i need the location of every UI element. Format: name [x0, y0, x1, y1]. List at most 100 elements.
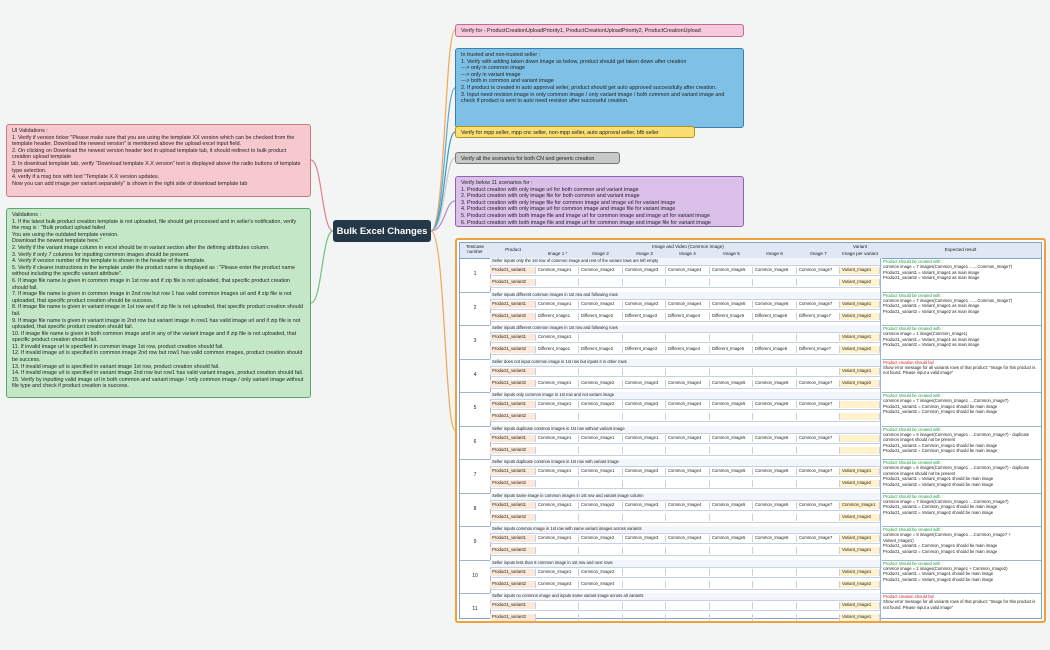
- common-image-cell: [666, 602, 710, 609]
- variant-image-cell: Variant_Image2: [840, 312, 880, 320]
- common-image-cell: Different_Image5: [710, 346, 753, 353]
- common-image-cell: Common_Image3: [623, 300, 666, 308]
- scenario-title: Seller inputs same image in common image…: [490, 492, 882, 501]
- variant-image-cell: Variant_Image2: [840, 480, 880, 487]
- common-image-cell: [623, 367, 666, 375]
- expected-result-title: Product should be created with :: [883, 527, 943, 532]
- common-image-cell: [710, 413, 753, 420]
- expected-result: Product should be created with :common i…: [880, 258, 1041, 292]
- table-header: Testcase number Product Image and Video …: [460, 243, 1041, 259]
- header-image-col: Image 4: [679, 251, 696, 256]
- common-image-cell: Common_Image6: [753, 267, 797, 274]
- common-image-cell: [623, 602, 666, 609]
- common-image-cell: [579, 446, 623, 454]
- node-validations[interactable]: Validations : 1. If the latest bulk prod…: [6, 208, 311, 398]
- scenario-title: Seller inputs different common images in…: [490, 325, 882, 333]
- scenario-title: Seller inputs duplicate common images in…: [490, 425, 882, 434]
- node-ui-validations[interactable]: UI Validations : 1. Verify if version ti…: [6, 124, 311, 197]
- common-image-cell: Common_Image7: [797, 501, 840, 509]
- node-trusted-seller[interactable]: In trusted and non-trusted seller : 1. V…: [455, 48, 744, 128]
- common-image-cell: [579, 513, 623, 521]
- variant-image-cell: Variant_Image1: [840, 614, 880, 621]
- expected-result-line: Product1_variant1 = Variant_Image1 shoul…: [883, 476, 994, 482]
- common-image-cell: [753, 367, 797, 375]
- testcase-number: 8: [460, 492, 491, 526]
- expected-result-title: Product should be created with :: [883, 493, 943, 499]
- expected-result-title: Product creation should fail: [883, 359, 934, 365]
- expected-result-title: Product should be created with :: [883, 393, 943, 398]
- variant-image-cell: Variant_Image2: [840, 379, 880, 387]
- common-image-cell: [666, 367, 710, 375]
- product-cell: Product1_variant1: [490, 535, 536, 542]
- scenario-title: Seller inputs duplicate common images in…: [490, 459, 882, 467]
- common-image-cell: [797, 513, 840, 521]
- testcase-number: 6: [460, 425, 491, 459]
- common-image-cell: Different_Image7: [797, 346, 840, 353]
- expected-result-title: Product should be created with :: [883, 560, 943, 566]
- expected-result-line: common image = 7 images(Common_Image1 ..…: [883, 297, 1013, 303]
- header-variant-sub: Image per variant: [842, 251, 878, 256]
- common-image-cell: Common_Image4: [579, 580, 623, 588]
- common-image-cell: Common_Image2: [579, 267, 623, 274]
- scenario-title: Seller inputs only common image in 1st r…: [490, 392, 882, 400]
- common-image-cell: Common_Image1: [536, 501, 579, 509]
- common-image-cell: [710, 446, 753, 454]
- common-image-cell: [623, 513, 666, 521]
- variant-image-cell: Variant_Image2: [840, 279, 880, 286]
- node-seller-types[interactable]: Verify for mpp seller, mpp cnc seller, n…: [455, 126, 695, 138]
- expected-result: Product should be created with :common i…: [880, 492, 1041, 526]
- common-image-cell: Common_Image6: [753, 300, 797, 308]
- node-verify-priorities[interactable]: Verify for - ProductCreationUploadPriori…: [455, 24, 744, 37]
- testcase-number: 1: [460, 258, 491, 292]
- scenario-title: Seller inputs less than 8 common image i…: [490, 559, 882, 568]
- test-case-table-node[interactable]: Testcase number Product Image and Video …: [455, 238, 1046, 623]
- product-cell: Product1_variant1: [490, 267, 536, 274]
- common-image-cell: Common_Image4: [666, 468, 710, 475]
- common-image-cell: [666, 568, 710, 576]
- common-image-cell: Different_Image5: [710, 312, 753, 320]
- expected-result-line: Product1_variant2 = Common_Image1 should…: [883, 548, 998, 554]
- common-image-cell: [753, 480, 797, 487]
- expected-result-line: Product1_variant2 = Variant_Image2 shoul…: [883, 509, 994, 515]
- central-topic[interactable]: Bulk Excel Changes: [333, 220, 431, 242]
- common-image-cell: [666, 513, 710, 521]
- common-image-cell: [623, 614, 666, 621]
- scenario-title: Seller inputs common image in 1st row wi…: [490, 526, 882, 534]
- scenario-title: Seller inputs only the 1st row of common…: [490, 258, 882, 266]
- testcase-number: 7: [460, 459, 491, 493]
- header-images: Image and Video (Common Image): [652, 244, 724, 249]
- common-image-cell: [710, 480, 753, 487]
- expected-result-line: common image = 1 image(Common_Image1): [883, 331, 968, 337]
- product-cell: Product1_variant2: [490, 312, 536, 320]
- common-image-cell: [666, 446, 710, 454]
- common-image-cell: Common_Image7: [797, 401, 840, 408]
- common-image-cell: Common_Image1: [536, 401, 579, 408]
- common-image-cell: Common_Image2: [579, 300, 623, 308]
- product-cell: Product1_variant2: [490, 547, 536, 554]
- common-image-cell: Different_Image3: [623, 312, 666, 320]
- testcase-number: 5: [460, 392, 491, 426]
- expected-result-title: Product should be created with :: [883, 326, 943, 331]
- expected-result-line: Product1_variant2 = Variant_Image2 shoul…: [883, 576, 994, 582]
- node-cn-generic[interactable]: Verify all the scenarios for both CN and…: [455, 152, 620, 164]
- product-cell: Product1_variant2: [490, 413, 536, 420]
- common-image-cell: [797, 446, 840, 454]
- common-image-cell: [797, 480, 840, 487]
- common-image-cell: Different_Image7: [797, 312, 840, 320]
- header-image-col: Image 1 *: [547, 251, 568, 256]
- common-image-cell: [753, 413, 797, 420]
- expected-result-line: Show error message for all variants rows…: [883, 364, 1036, 376]
- header-variant: Variant: [852, 244, 868, 249]
- node-11-scenarios[interactable]: Verify below 11 scenarios for : 1. Produ…: [455, 176, 744, 227]
- expected-result-line: Product1_variant1 = Common_Image1 should…: [883, 403, 998, 409]
- common-image-cell: [753, 602, 797, 609]
